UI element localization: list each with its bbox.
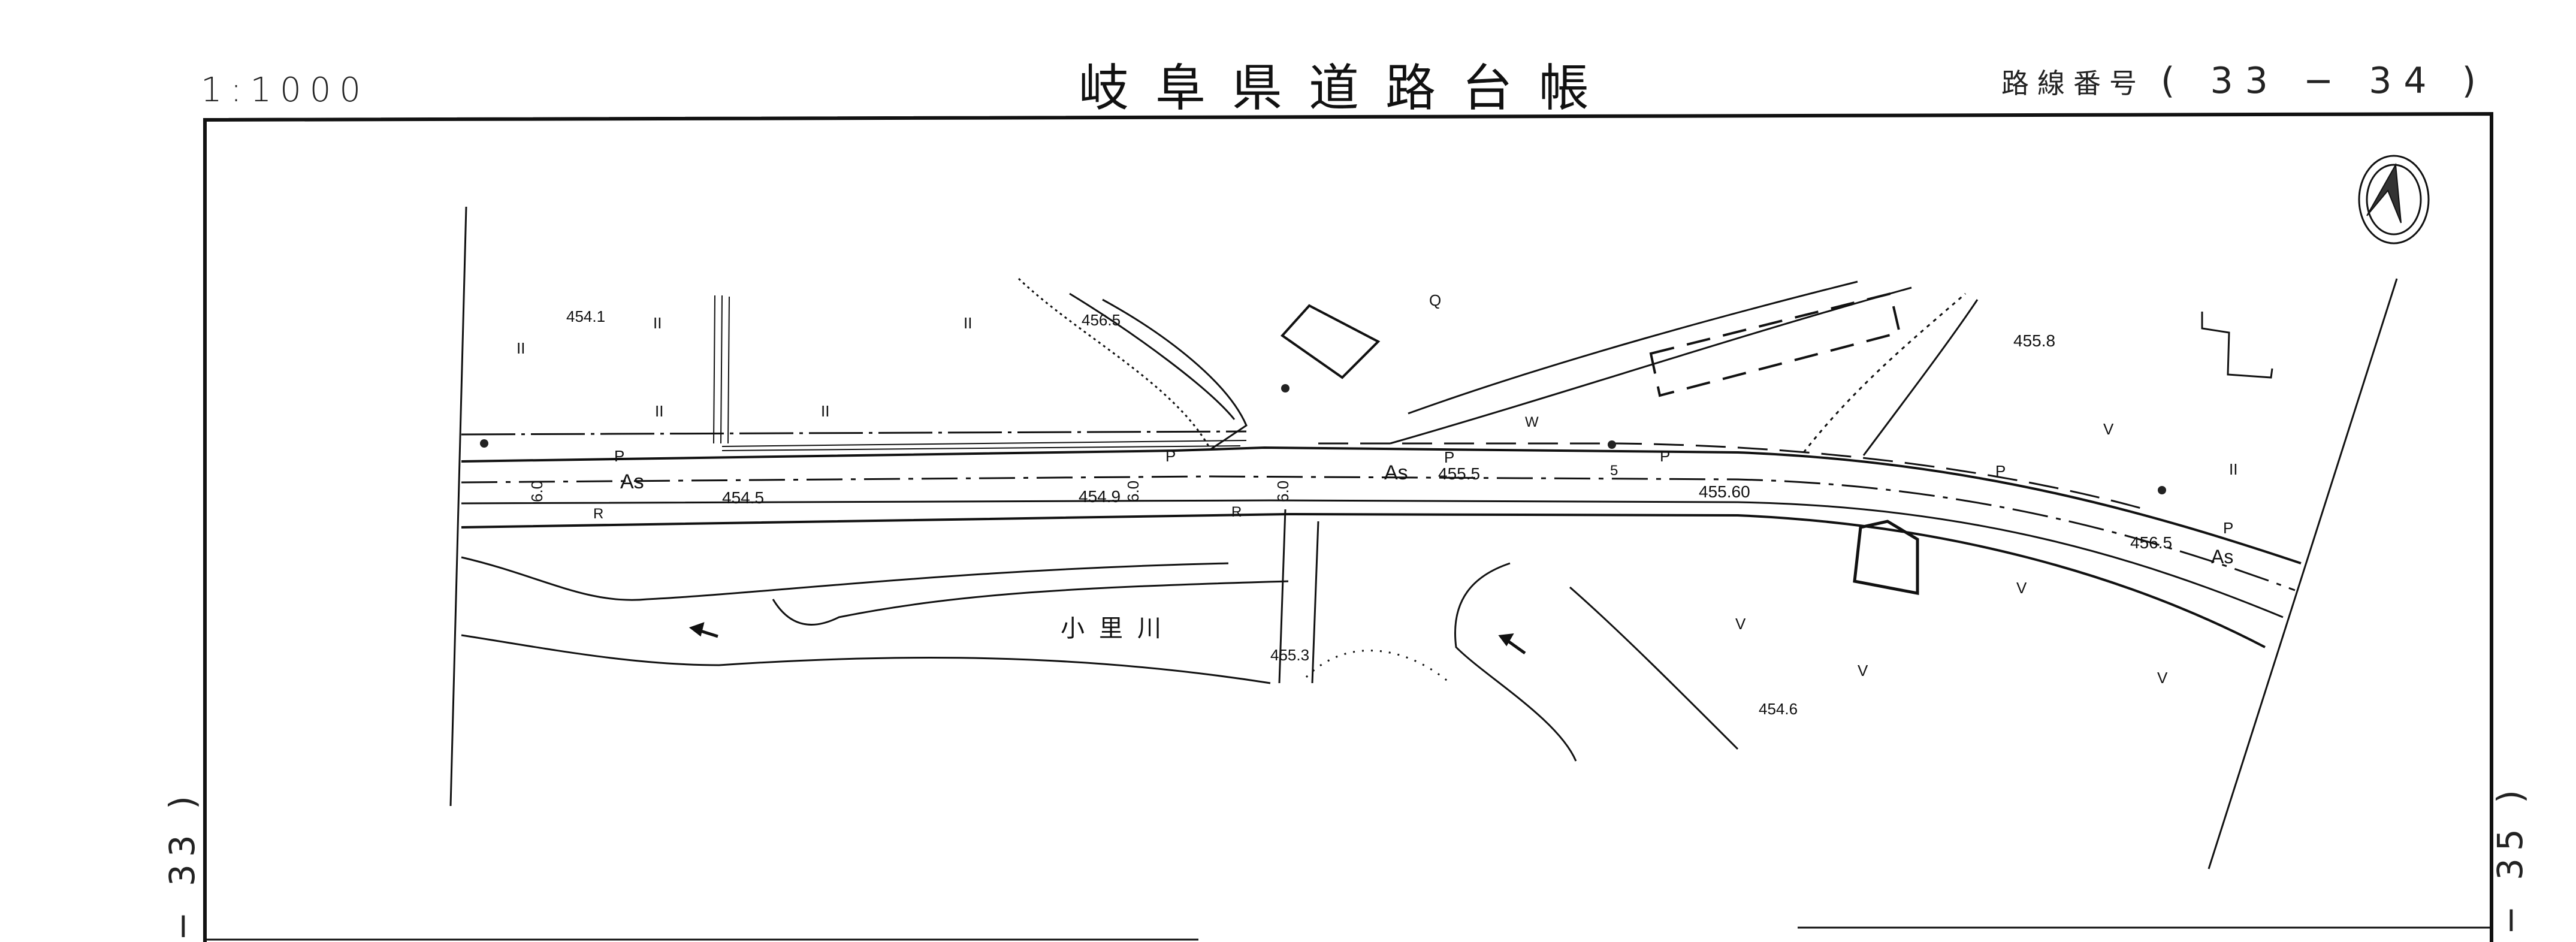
river-name: 小里川	[1061, 615, 1176, 642]
north-arrow-icon	[2358, 155, 2430, 244]
main-road	[461, 430, 2302, 648]
symbol-p: P	[1444, 448, 1454, 466]
surface-label: As	[620, 470, 644, 493]
field-symbol: V	[2103, 420, 2114, 438]
symbol-r: R	[1231, 504, 1242, 520]
elevation-label: 455.5	[1438, 464, 1480, 483]
elevation-label: 454.6	[1759, 700, 1798, 718]
surface-label: As	[1384, 461, 1408, 484]
elevation-label: 454.5	[722, 488, 764, 507]
flow-arrow-icon	[688, 622, 1526, 655]
width-label: 6.0	[528, 481, 546, 502]
map-frame	[203, 111, 2493, 942]
river-banks	[461, 556, 1739, 762]
symbol-p: P	[1660, 447, 1670, 465]
symbol-q: Q	[1429, 291, 1441, 309]
elevation-label: 455.3	[1270, 646, 1309, 664]
elevation-label: 454.9	[1079, 487, 1121, 506]
elevation-label: 456.5	[1082, 311, 1121, 329]
building-right	[1853, 520, 1919, 596]
symbol-p: P	[1165, 447, 1176, 465]
sheet-right-limit	[2207, 278, 2398, 869]
field-symbol: V	[1858, 662, 1868, 680]
paddy-symbol: II	[653, 314, 662, 332]
paddy-symbol: II	[821, 402, 829, 420]
width-label: 6.0	[1274, 481, 1292, 502]
elevation-label: 455.60	[1699, 482, 1750, 501]
paddy-symbol: II	[2229, 460, 2237, 478]
field-symbol: V	[2157, 669, 2168, 687]
elevation-label: 455.8	[2013, 331, 2055, 350]
utility-pole-icons	[480, 384, 2166, 494]
sheet-left-limit	[449, 206, 467, 807]
surface-label: As	[2211, 546, 2233, 567]
symbol-r: R	[593, 506, 603, 522]
symbol-p: P	[2223, 519, 2233, 537]
width-label: 6.0	[1124, 481, 1142, 502]
route-number: 路線番号 ( 33 − 34 )	[2001, 60, 2488, 102]
bridge	[1278, 509, 1319, 684]
map-labels: 454.1 456.5 454.5 454.9 455.5 455.60 455…	[517, 291, 2237, 718]
right-side-road	[1390, 280, 1979, 456]
paddy-symbol: II	[964, 314, 972, 332]
route-number-value: ( 33 − 34 )	[2161, 60, 2489, 102]
symbol-p: P	[1995, 462, 2006, 480]
building	[1281, 304, 1381, 379]
paddy-symbol: II	[517, 339, 525, 357]
symbol-w: W	[1525, 414, 1539, 430]
paddy-symbol: II	[655, 402, 663, 420]
route-number-label: 路線番号	[2001, 67, 2145, 99]
page-title: 岐阜県道路台帳	[1079, 59, 1616, 117]
side-road-north	[1017, 277, 1248, 451]
planned-structure	[1649, 292, 1901, 397]
elevation-label: 456.5	[2130, 533, 2172, 552]
elevation-label: 454.1	[566, 307, 605, 325]
house-outline	[2201, 312, 2273, 379]
map-scale: 1:1000	[201, 71, 370, 110]
field-symbol: V	[1735, 615, 1746, 633]
symbol-p: P	[614, 447, 624, 465]
field-symbol: V	[2016, 579, 2027, 597]
canal	[713, 295, 1247, 451]
station-label: 5	[1610, 463, 1618, 479]
